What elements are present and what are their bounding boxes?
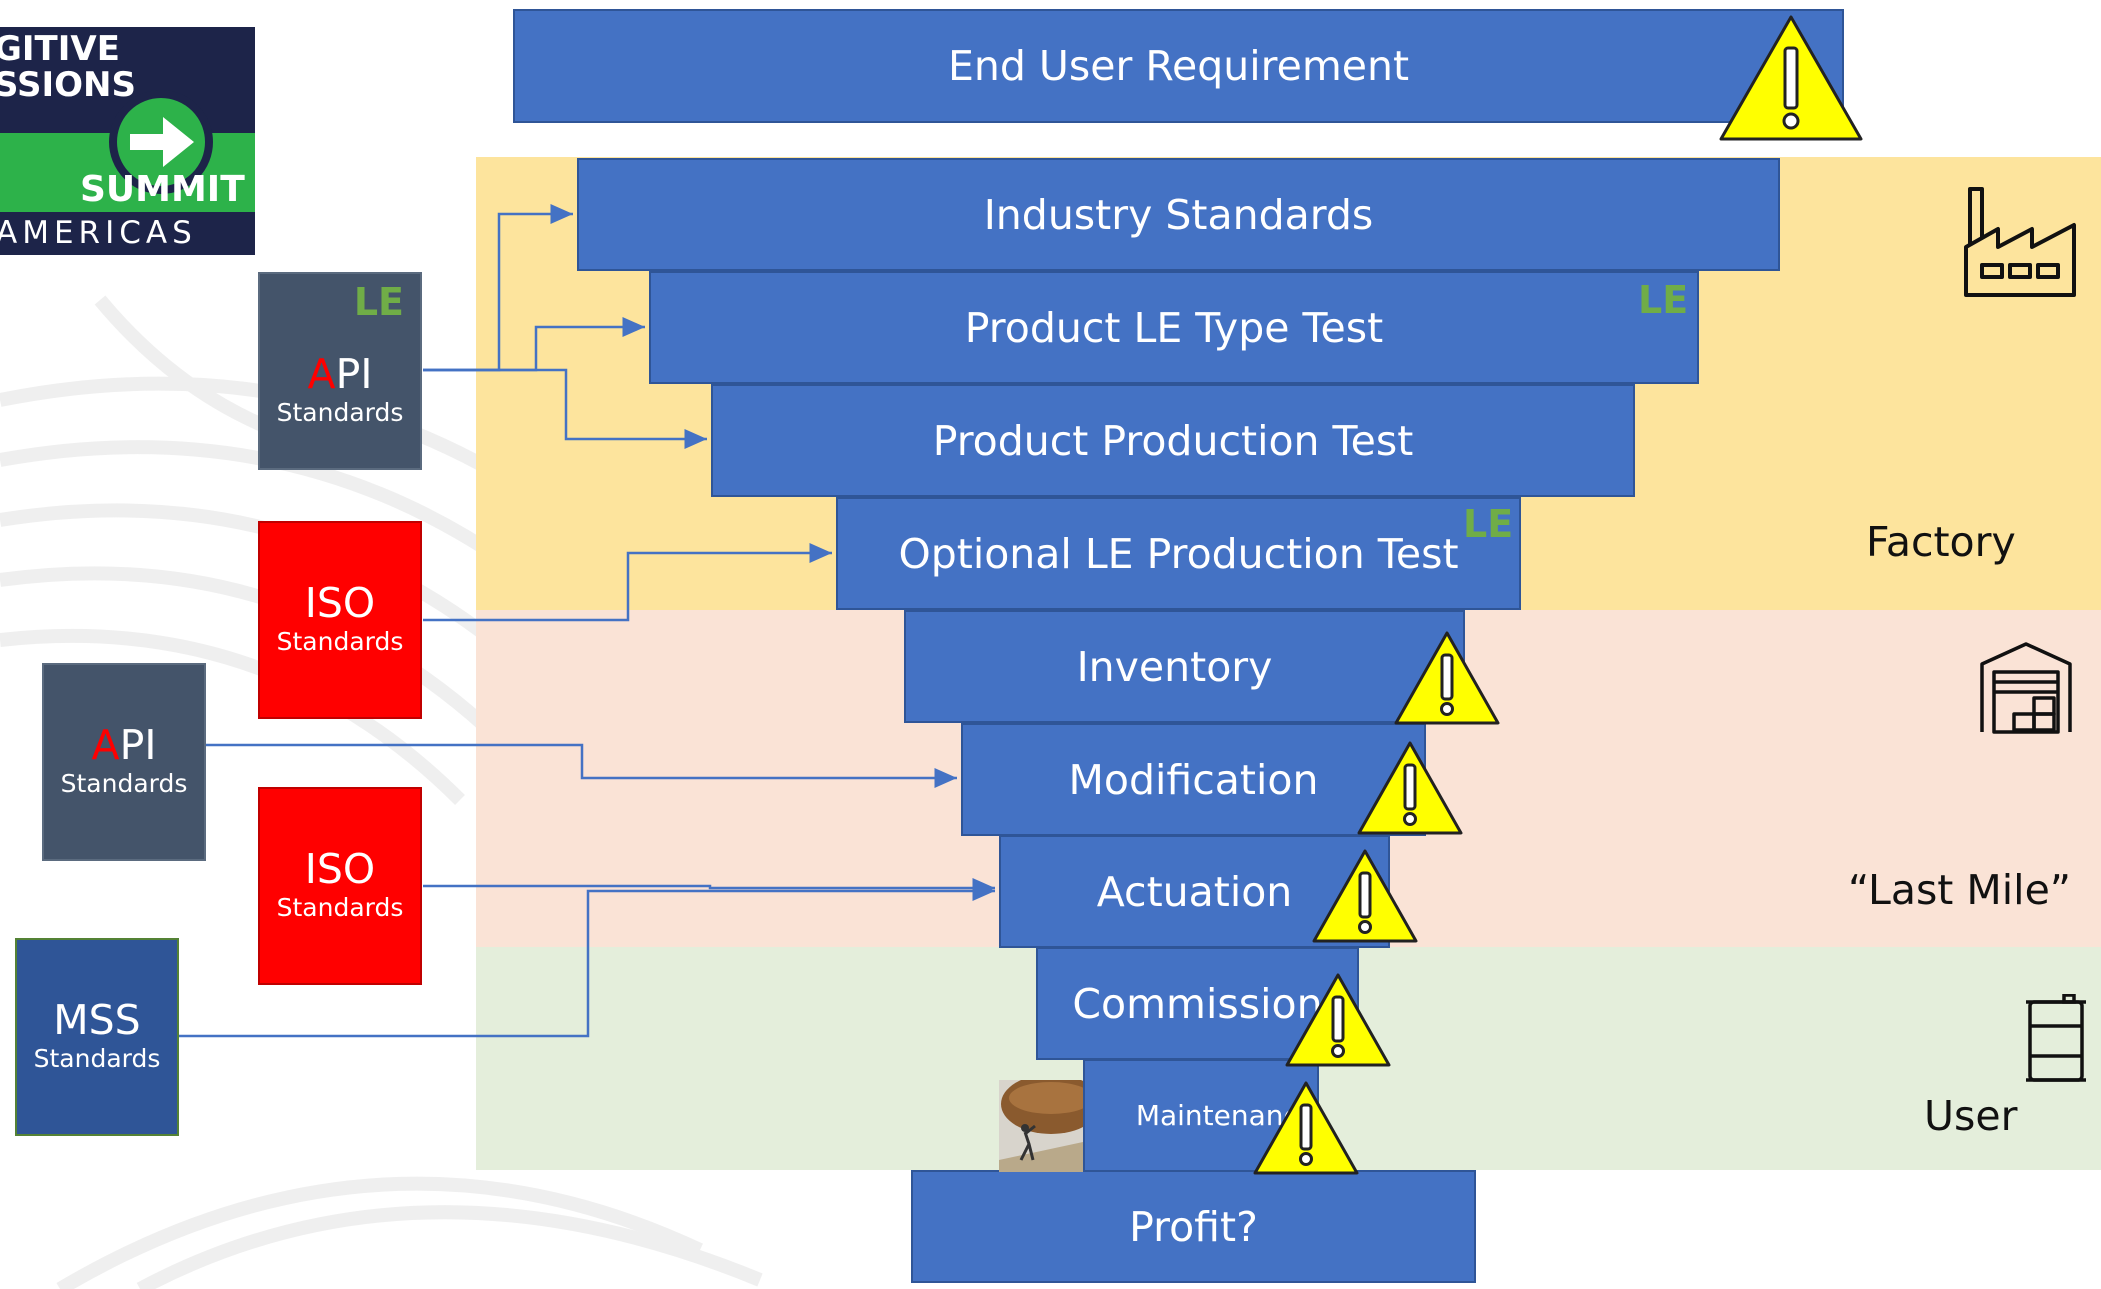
le-mark-optional-test: LE	[1463, 502, 1514, 546]
warning-icon-inventory	[1394, 631, 1500, 725]
mss-standards-box: MSS Standards	[15, 938, 179, 1136]
warning-icon-end-user	[1719, 15, 1863, 141]
product-le-type-test-bar: Product LE Type Test	[649, 271, 1699, 384]
standards-label: Standards	[276, 893, 404, 923]
standards-label: Standards	[60, 769, 188, 799]
modification-bar: Modification	[961, 723, 1426, 836]
last-mile-label: “Last Mile”	[1848, 866, 2072, 914]
standards-label: Standards	[276, 627, 404, 657]
le-mark-type-test: LE	[1638, 278, 1689, 322]
inventory-bar: Inventory	[904, 610, 1465, 723]
factory-label: Factory	[1866, 518, 2016, 566]
mss-label: MSS	[53, 996, 141, 1045]
optional-le-production-test-bar: Optional LE Production Test	[836, 497, 1521, 610]
iso-label: ISO	[304, 579, 376, 628]
user-label: User	[1924, 1092, 2018, 1140]
api-standards-box: API Standards	[42, 663, 206, 861]
standards-label: Standards	[276, 398, 404, 428]
summit-logo: GITIVE SSIONS SUMMIT AMERICAS	[0, 27, 255, 255]
warning-icon-actuation	[1312, 849, 1418, 943]
warehouse-icon	[1980, 642, 2072, 734]
le-mark-api: LE	[353, 280, 404, 324]
factory-icon	[1964, 187, 2076, 297]
iso-standards-box-2: ISO Standards	[258, 787, 422, 985]
logo-line3: SUMMIT	[80, 169, 245, 210]
warning-icon-modification	[1357, 741, 1463, 835]
warning-icon-commission	[1285, 973, 1391, 1067]
standards-label: Standards	[33, 1044, 161, 1074]
profit-bar: Profit?	[911, 1170, 1476, 1283]
pushing-boulder-image	[999, 1080, 1083, 1172]
logo-line1: GITIVE	[0, 29, 120, 69]
arrow-circle-icon	[109, 90, 213, 194]
iso-label: ISO	[304, 845, 376, 894]
industry-standards-bar: Industry Standards	[577, 158, 1780, 271]
api-label: API	[307, 350, 373, 399]
connector-lines	[179, 204, 995, 1038]
api-label: API	[91, 721, 157, 770]
oil-barrel-icon	[2026, 994, 2086, 1082]
warning-icon-maintenance	[1253, 1081, 1359, 1175]
api-le-standards-box: LE API Standards	[258, 272, 422, 470]
logo-line4: AMERICAS	[0, 215, 197, 251]
logo-line2: SSIONS	[0, 65, 136, 105]
end-user-requirement-bar: End User Requirement	[513, 9, 1844, 123]
iso-standards-box-1: ISO Standards	[258, 521, 422, 719]
product-production-test-bar: Product Production Test	[711, 384, 1635, 497]
